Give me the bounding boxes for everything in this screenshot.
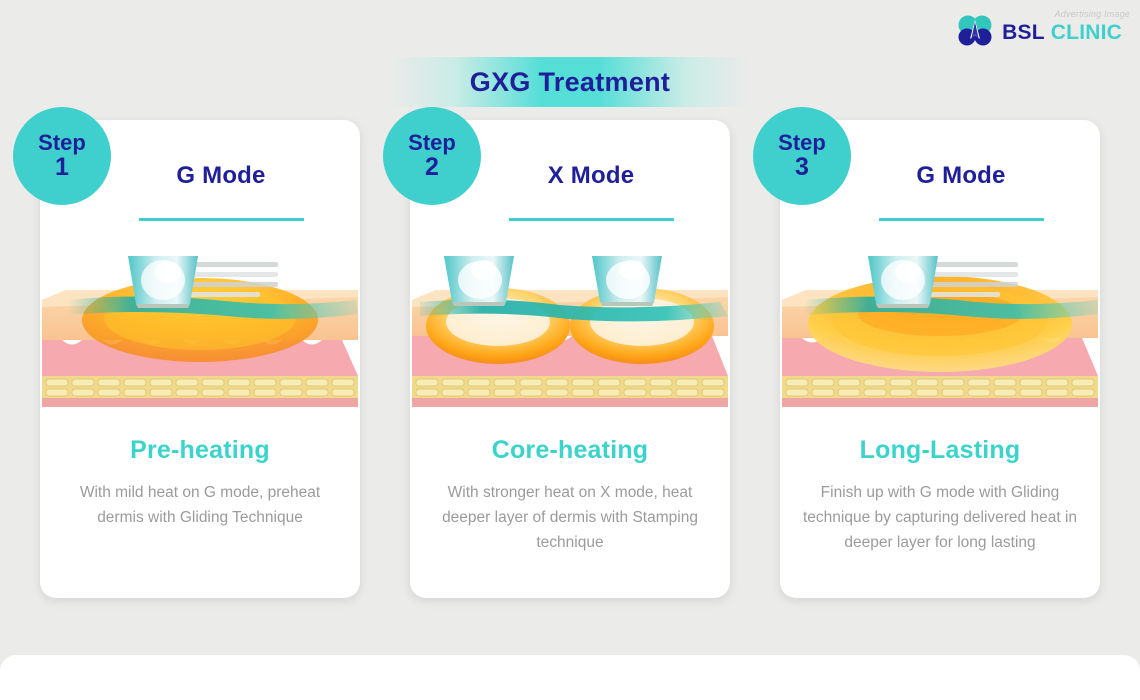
mode-title-1: G Mode: [176, 162, 266, 189]
title-divider: [508, 218, 674, 221]
step-number: 3: [795, 153, 809, 182]
skin-cross-section-icon: [412, 256, 728, 407]
result-title-2: Core-heating: [491, 436, 649, 464]
step-badge-3: Step 3: [753, 107, 851, 205]
illustration-2: [410, 248, 730, 416]
illustration-1: [40, 248, 360, 416]
result-title-1: Pre-heating: [130, 436, 270, 464]
title-divider: [878, 218, 1044, 221]
steps-container: Step 1 G Mode: [0, 107, 1140, 600]
bsl-butterfly-logo-icon: [958, 15, 992, 46]
result-title-3: Long-Lasting: [859, 436, 1021, 464]
step-label: Step: [408, 130, 456, 156]
brand-name-secondary: CLINIC: [1050, 20, 1122, 44]
page-title: GXG Treatment: [469, 66, 671, 97]
brand-logo: BSL CLINIC: [957, 15, 1122, 49]
skin-cross-section-icon: [42, 256, 358, 407]
step-label: Step: [38, 130, 86, 156]
brand-name-primary: BSL: [1002, 20, 1045, 44]
step-number: 1: [55, 153, 69, 182]
brand-name: BSL CLINIC: [1002, 22, 1122, 43]
description-1: With mild heat on G mode, preheat dermis…: [79, 484, 321, 527]
illustration-3: [780, 248, 1100, 416]
step-card-2: Step 2 X Mode: [383, 107, 730, 598]
step-number: 2: [425, 153, 439, 182]
title-divider: [138, 218, 304, 221]
bottom-panel: [0, 655, 1140, 700]
step-card-1: Step 1 G Mode: [13, 107, 360, 598]
step-badge-1: Step 1: [13, 107, 111, 205]
step-label: Step: [778, 130, 826, 156]
mode-title-2: X Mode: [547, 162, 635, 189]
skin-cross-section-icon: [782, 256, 1098, 407]
step-card-3: Step 3 G Mode: [753, 107, 1100, 598]
description-3: Finish up with G mode with Gliding techn…: [802, 484, 1078, 552]
mode-title-3: G Mode: [916, 162, 1006, 189]
page-title-banner: GXG Treatment: [390, 57, 750, 107]
description-2: With stronger heat on X mode, heat deepe…: [442, 484, 698, 552]
step-badge-2: Step 2: [383, 107, 481, 205]
advertising-note: Advertising Image: [1054, 9, 1130, 19]
